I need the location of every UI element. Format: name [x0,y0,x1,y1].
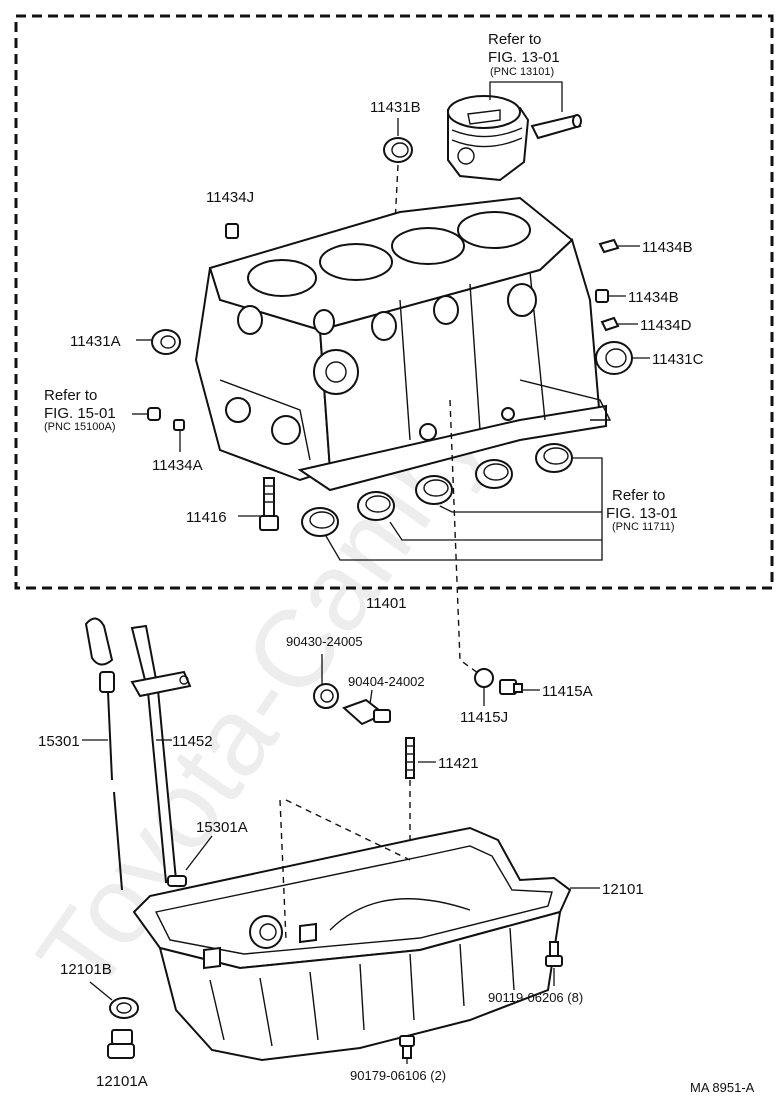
bolt-90119-illustration [545,941,563,967]
label-11431a: 11431A [70,333,121,350]
label-12101b: 12101B [60,961,112,978]
gasket-12101b-illustration [109,997,139,1019]
piston-ref-lead [489,81,563,112]
label-11416: 11416 [186,509,227,526]
oil-pressure-switch-90404-illustration [342,698,391,726]
dipstick-15301-illustration [84,617,123,891]
dowel-15-01-illustration [147,407,161,421]
crank-ref-line3: (PNC 11711) [612,521,675,533]
bolt-11416-illustration [259,477,279,531]
seal-11431b-illustration [383,137,413,163]
dipstick-guide-11452-illustration [130,624,192,887]
label-11452: 11452 [172,733,213,750]
timing-ref-line3: (PNC 15100A) [44,421,116,433]
pin-11434d-illustration [600,316,620,332]
label-11431c: 11431C [652,351,704,368]
label-15301: 15301 [38,733,80,750]
piston-pin-illustration [530,114,582,140]
piston-ref-line1: Refer to [488,31,541,48]
label-11434b-upper: 11434B [642,239,693,256]
seal-11431a-illustration [151,329,181,355]
bolt-90179-illustration [399,1035,415,1059]
label-11434a: 11434A [152,457,203,474]
label-11431b: 11431B [370,99,421,116]
pin-11434j-illustration [225,223,239,239]
label-15301a: 15301A [196,819,248,836]
timing-ref-line1: Refer to [44,387,97,404]
label-12101a: 12101A [96,1073,148,1090]
label-90404: 90404-24002 [348,674,425,689]
label-90179: 90179-06106 (2) [350,1068,446,1083]
label-11434d: 11434D [640,317,692,334]
cylinder-block-illustration [194,196,612,492]
figure-code: MA 8951-A [690,1080,755,1095]
assembly-frame [14,14,774,590]
plug-11434b-lower-illustration [595,289,609,303]
plug-11415a-illustration [499,679,523,695]
washer-11415j-illustration [474,668,494,688]
label-90430: 90430-24005 [286,634,363,649]
main-bearings-illustration [301,443,573,537]
drain-plug-12101a-illustration [107,1029,135,1059]
piston-ref-line2: FIG. 13-01 [488,49,560,66]
gasket-90430-illustration [313,683,339,709]
assembly-label-11401: 11401 [366,595,407,612]
plug-11434b-upper-illustration [598,238,620,254]
label-11415a: 11415A [542,683,593,700]
label-90119: 90119-06206 (8) [488,990,583,1005]
timing-ref-line2: FIG. 15-01 [44,405,116,422]
label-11434j: 11434J [206,189,254,206]
pin-11434a-illustration [173,419,185,431]
stud-11421-illustration [405,737,415,779]
label-11421: 11421 [438,755,479,772]
seal-11431c-illustration [595,341,633,375]
piston-illustration [447,95,530,182]
oil-pan-12101-illustration [132,826,572,1062]
crank-ref-line2: FIG. 13-01 [606,505,678,522]
label-11415j: 11415J [460,709,508,726]
label-12101: 12101 [602,881,644,898]
label-11434b-lower: 11434B [628,289,679,306]
piston-ref-line3: (PNC 13101) [490,66,554,78]
crank-ref-line1: Refer to [612,487,665,504]
